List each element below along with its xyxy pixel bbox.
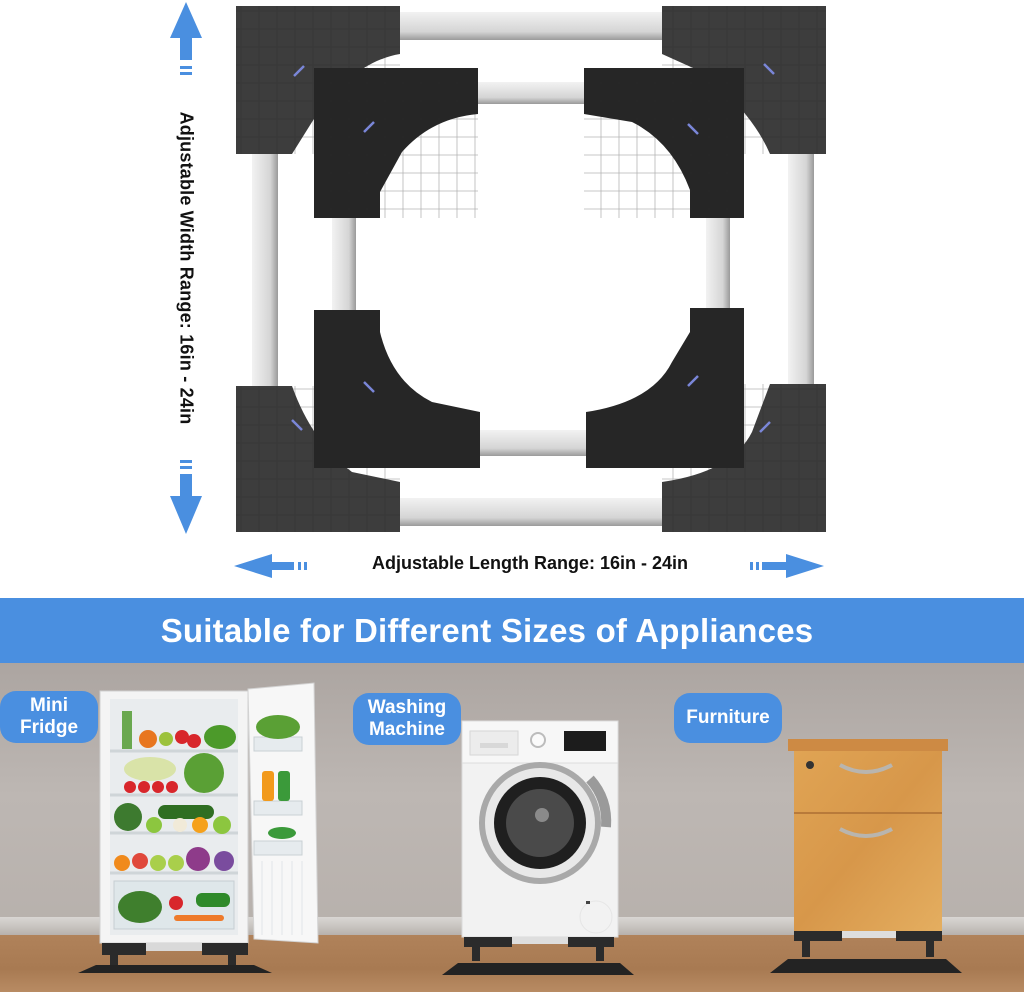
length-range-label: Adjustable Length Range: 16in - 24in xyxy=(371,553,689,573)
label-line: Furniture xyxy=(686,707,770,728)
arrow-down-icon xyxy=(166,456,206,536)
banner-title: Suitable for Different Sizes of Applianc… xyxy=(160,611,814,649)
label-furniture: Furniture xyxy=(674,693,782,743)
section-banner: Suitable for Different Sizes of Applianc… xyxy=(0,598,1024,663)
adjustable-stand-image xyxy=(236,6,826,532)
label-line: Fridge xyxy=(19,717,79,738)
label-line: Machine xyxy=(368,719,446,740)
furniture-cabinet-image xyxy=(770,739,962,973)
width-range-label: Adjustable Width Range: 16in - 24in xyxy=(176,111,197,425)
product-dimension-section: Adjustable Width Range: 16in - 24in xyxy=(166,0,830,582)
label-line: Washing xyxy=(367,697,447,718)
mini-fridge-image xyxy=(78,682,319,973)
length-range-row: Adjustable Length Range: 16in - 24in xyxy=(230,548,830,582)
arrow-up-icon xyxy=(166,0,206,80)
washing-machine-image xyxy=(442,720,634,975)
arrow-left-icon xyxy=(232,552,312,585)
label-line: Mini xyxy=(30,695,68,716)
arrow-right-icon xyxy=(746,552,826,585)
